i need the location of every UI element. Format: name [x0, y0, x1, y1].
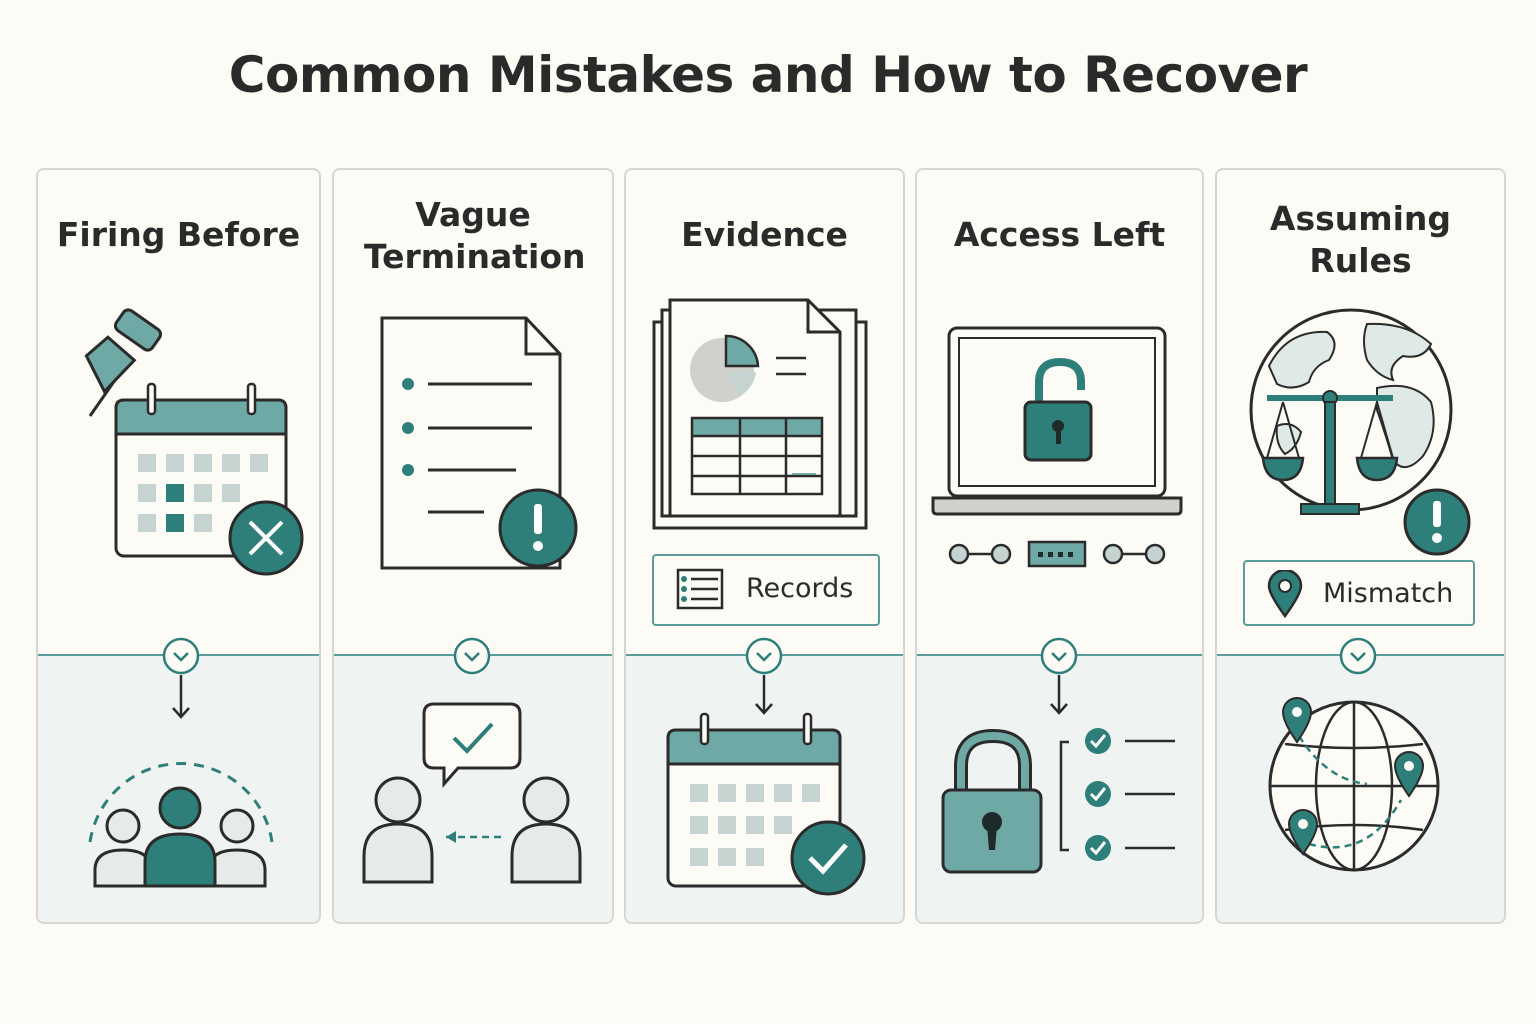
continents-icon [1267, 322, 1435, 468]
alert-icon [498, 488, 578, 568]
connector-arrow-icon [745, 637, 783, 715]
calendar-check-icon [666, 712, 866, 896]
connector-arrow-icon [1040, 637, 1078, 715]
conversation-check-icon [362, 702, 582, 884]
tag-label: Records [746, 573, 854, 604]
x-circle-icon [228, 500, 304, 576]
card-heading: Assuming Rules [1269, 199, 1452, 280]
pushpin-icon [84, 308, 163, 417]
tag-label: Mismatch [1323, 578, 1454, 609]
network-nodes-icon [948, 540, 1166, 568]
records-tag: Records [652, 554, 880, 626]
card-heading: Vague Termination [364, 195, 586, 276]
connector-arrow-icon [1339, 637, 1377, 675]
card-heading: Firing Before [56, 215, 301, 254]
globe-routes-icon [1268, 697, 1440, 872]
pie-chart-icon [690, 334, 760, 402]
card-assuming-rules: Assuming Rules [1215, 168, 1506, 924]
page-title: Common Mistakes and How to Recover [228, 46, 1308, 104]
document-alert-icon [380, 316, 578, 570]
location-pin-icon [1281, 697, 1313, 744]
mismatch-tag: Mismatch [1243, 560, 1475, 626]
connector-arrow-icon [162, 637, 200, 719]
card-heading: Access Left [953, 215, 1166, 254]
padlock-icon [941, 728, 1043, 874]
card-access-left: Access Left [915, 168, 1204, 924]
check-circle-icon [790, 820, 866, 896]
table-icon [690, 416, 824, 496]
location-pin-icon [1287, 809, 1319, 856]
lock-checklist-icon [941, 728, 1175, 874]
globe-scales-alert-icon [1249, 308, 1471, 556]
list-icon [676, 568, 724, 610]
team-group-icon [88, 762, 274, 888]
checklist-icon [1085, 728, 1175, 861]
laptop-unlocked-icon [931, 326, 1183, 568]
scales-icon [1261, 390, 1399, 515]
card-evidence: Evidence [624, 168, 905, 924]
documents-chart-table-icon [652, 298, 868, 530]
alert-icon [1403, 488, 1471, 556]
unlocked-padlock-icon [1023, 357, 1093, 462]
location-pin-icon [1393, 751, 1425, 798]
pinned-calendar-x-icon [84, 308, 304, 576]
card-vague-termination: Vague Termination [332, 168, 614, 924]
card-heading: Evidence [681, 215, 848, 254]
connector-arrow-icon [453, 637, 491, 675]
location-pin-icon [1267, 570, 1303, 618]
card-firing-before: Firing Before [36, 168, 321, 924]
